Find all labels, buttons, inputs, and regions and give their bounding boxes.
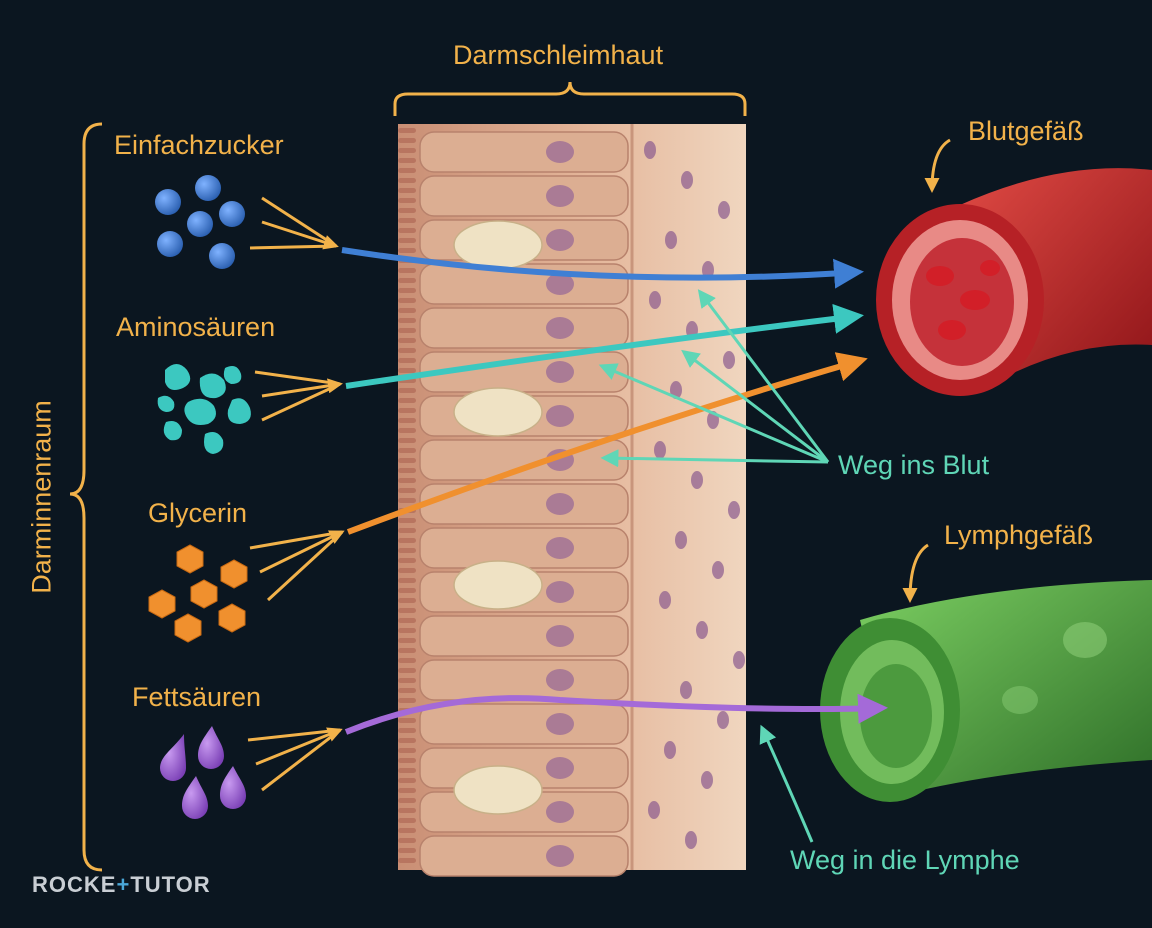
glycerin-path-arrow [346, 352, 868, 535]
amino-acid-molecules-icon [157, 364, 251, 454]
fettsaeuren-path-arrow [344, 693, 888, 735]
label-weg-in-die-lymphe: Weg in die Lymphe [790, 845, 1020, 875]
glycerin-input-fan [249, 530, 345, 602]
label-fettsaeuren: Fettsäuren [132, 682, 262, 712]
lymphgefaess-callout-arrow [902, 543, 929, 603]
einfachzucker-input-fan [249, 196, 339, 250]
cell-nuclei [546, 141, 745, 867]
label-blutgefaess: Blutgefäß [968, 116, 1084, 146]
rocketutor-logo: ROCKE+TUTOR [32, 872, 211, 898]
epithelial-cells [419, 131, 629, 877]
aminosaeuren-path-arrow [345, 304, 864, 389]
aminosaeuren-input-fan [254, 370, 343, 422]
fettsaeuren-input-fan [247, 727, 343, 792]
weg-ins-blut-pointers [598, 289, 830, 468]
label-glycerin: Glycerin [148, 498, 248, 528]
fatty-acid-drops-icon [160, 726, 246, 819]
logo-text-part2: TUTOR [130, 872, 211, 897]
label-aminosaeuren: Aminosäuren [116, 312, 276, 342]
einfachzucker-path-arrow [341, 247, 864, 289]
lymph-vessel-icon [820, 580, 1152, 802]
blood-vessel-icon [876, 168, 1152, 396]
blutgefaess-callout-arrow [924, 138, 951, 193]
weg-in-die-lymphe-pointer [759, 724, 814, 843]
label-darminnenraum: Darminnenraum [26, 400, 57, 594]
glycerin-hexagons-icon [148, 544, 248, 643]
label-einfachzucker: Einfachzucker [114, 130, 284, 160]
logo-text-part1: ROCKE [32, 872, 117, 897]
label-darmschleimhaut: Darmschleimhaut [453, 40, 664, 70]
darmschleimhaut-brace [393, 81, 747, 116]
label-weg-ins-blut: Weg ins Blut [838, 450, 990, 480]
darminnenraum-brace [69, 122, 103, 872]
intestinal-mucosa-icon [398, 124, 746, 877]
label-lymphgefaess: Lymphgefäß [944, 520, 1094, 550]
sugar-molecules-icon [155, 175, 245, 269]
logo-plus: + [116, 872, 131, 897]
